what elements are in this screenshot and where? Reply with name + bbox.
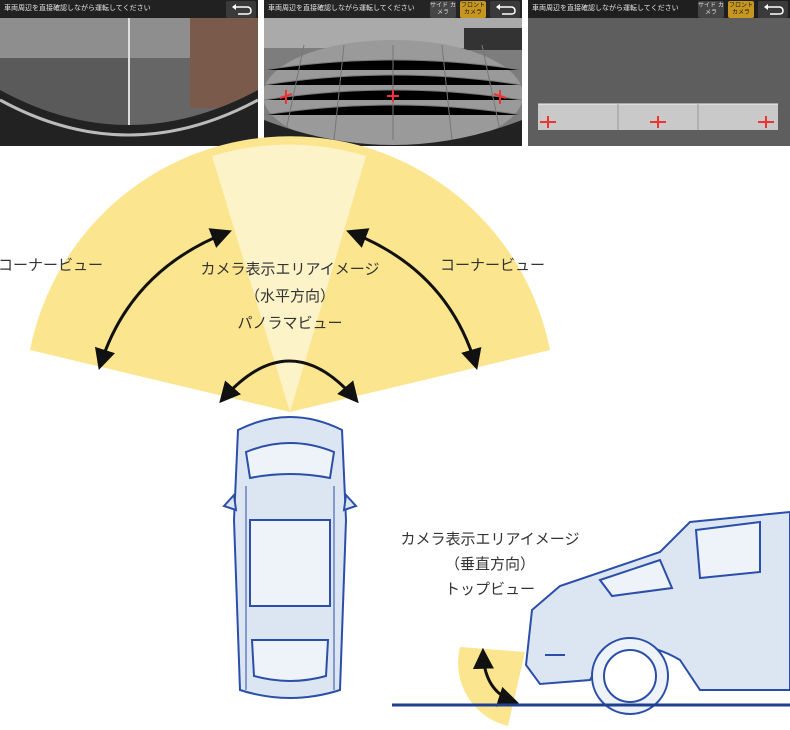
corner-view-right-label: コーナービュー <box>440 256 546 274</box>
vertical-area-line1: カメラ表示エリアイメージ <box>400 530 580 548</box>
vertical-area-title: カメラ表示エリアイメージ （垂直方向） トップビュー <box>370 528 610 599</box>
panorama-view-screen: 車両周辺を直接確認しながら運転してください サイド カメラ フロント カメラ <box>264 0 522 146</box>
corner-right-arrow <box>346 228 482 371</box>
warning-bar <box>264 0 522 18</box>
warning-text: 車両周辺を直接確認しながら運転してください <box>532 4 679 12</box>
vertical-area-line2: （垂直方向） <box>444 555 535 573</box>
horizontal-area-line1: カメラ表示エリアイメージ <box>200 260 380 278</box>
back-button[interactable] <box>490 1 520 18</box>
warning-text: 車両周辺を直接確認しながら運転してください <box>268 4 415 12</box>
top-view-screen: 車両周辺を直接確認しながら運転してください サイド カメラ フロント カメラ <box>528 0 790 146</box>
warning-text: 車両周辺を直接確認しながら運転してください <box>4 4 151 12</box>
corner-view-left-label: コーナービュー <box>0 256 104 274</box>
side-camera-button[interactable]: サイド カメラ <box>698 1 724 18</box>
back-button[interactable] <box>758 1 788 18</box>
front-camera-button[interactable]: フロント カメラ <box>460 1 486 18</box>
top-view-camera-image <box>528 0 790 146</box>
top-view-label: トップビュー <box>444 580 535 598</box>
corner-view-screen: 車両周辺を直接確認しながら運転してください <box>0 0 258 146</box>
car-side-view <box>524 510 790 715</box>
front-camera-button[interactable]: フロント カメラ <box>728 1 754 18</box>
corner-left-arrow <box>94 228 232 371</box>
corner-view-camera-image <box>0 0 258 146</box>
car-top-view <box>222 416 358 699</box>
top-view-arrow <box>472 647 519 707</box>
side-camera-button[interactable]: サイド カメラ <box>430 1 456 18</box>
panorama-view-camera-image <box>264 0 522 146</box>
warning-bar <box>0 0 258 18</box>
back-arrow-icon <box>496 4 516 15</box>
panorama-view-label: パノラマビュー <box>237 314 343 332</box>
horizontal-area-title: カメラ表示エリアイメージ （水平方向） パノラマビュー <box>170 258 410 333</box>
back-arrow-icon <box>764 4 784 15</box>
back-arrow-icon <box>232 4 252 15</box>
warning-bar <box>528 0 790 18</box>
panorama-arrow <box>219 359 359 404</box>
horizontal-area-line2: （水平方向） <box>244 287 335 305</box>
back-button[interactable] <box>226 1 256 18</box>
panorama-fan-area <box>212 144 366 412</box>
